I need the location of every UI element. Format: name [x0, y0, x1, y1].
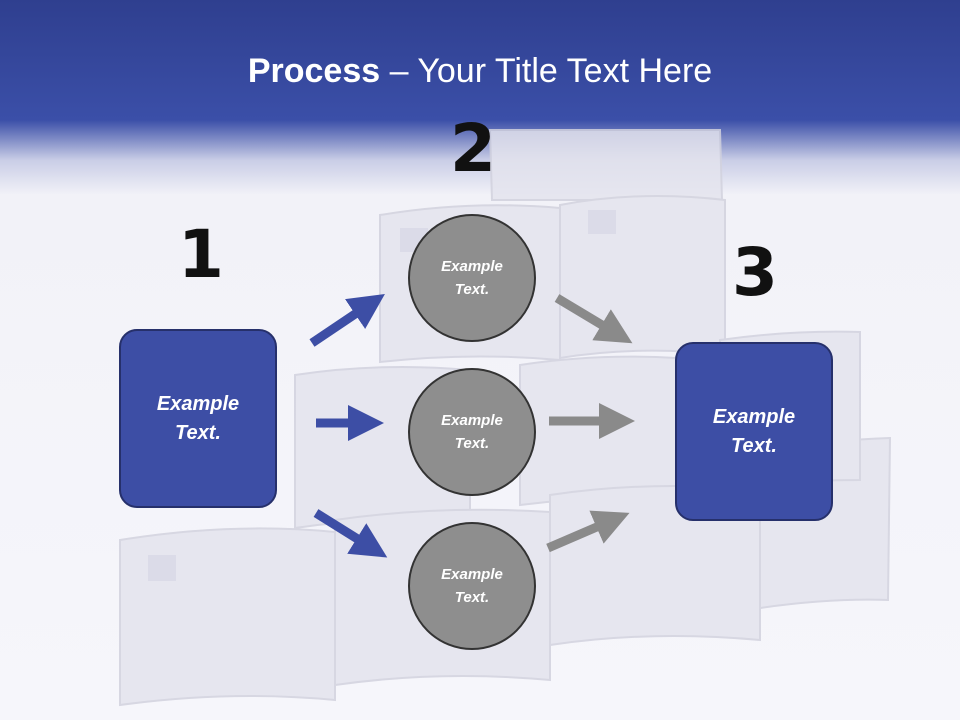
arrow-gray-down [554, 294, 633, 344]
arrow-blue-down [313, 509, 388, 558]
circle-top-label: Example Text. [441, 258, 503, 298]
step-2-circle-bottom[interactable]: Example Text. [408, 522, 536, 650]
arrow-blue-up [309, 293, 385, 347]
step-3-box-label: Example Text. [712, 405, 796, 457]
circle-bottom-label: Example Text. [441, 566, 503, 606]
step-number-3: 3 [732, 234, 778, 311]
step-number-1: 1 [178, 216, 224, 293]
title-bold-text: Process [247, 52, 381, 90]
step-2-circle-top[interactable]: Example Text. [408, 214, 536, 342]
arrow-gray-up [546, 510, 630, 553]
circle-middle-label: Example Text. [441, 412, 503, 452]
step-1-box[interactable]: Example Text. [119, 329, 277, 508]
step-2-circle-middle[interactable]: Example Text. [408, 368, 536, 496]
step-3-box[interactable]: Example Text. [675, 342, 833, 521]
step-1-box-label: Example Text. [156, 392, 240, 444]
title-rest-text: – Your Title Text Here [380, 52, 713, 90]
slide-title: Process – Your Title Text Here [0, 52, 960, 91]
step-number-2: 2 [450, 110, 496, 187]
